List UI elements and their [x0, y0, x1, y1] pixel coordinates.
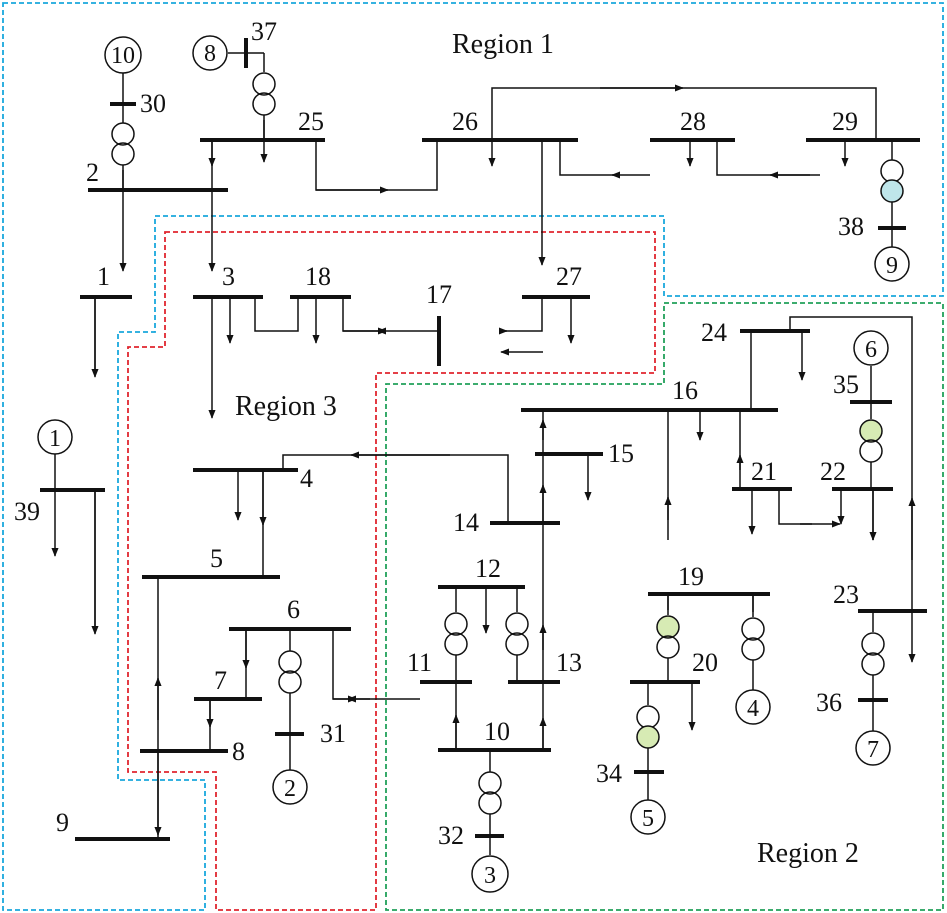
transformer-30-2 [111, 104, 135, 190]
bus-label-7: 7 [214, 666, 227, 695]
bus-label-14: 14 [453, 508, 479, 537]
bus-label-18: 18 [305, 262, 331, 291]
generator-labels: 10 8 9 1 6 2 3 5 4 7 [49, 41, 898, 889]
transformer-22-35 [859, 366, 883, 489]
region-1-label: Region 1 [452, 29, 554, 60]
generator-4-label: 4 [747, 696, 759, 722]
region-3-label: Region 3 [235, 391, 337, 422]
transformer-10-32 [478, 750, 502, 855]
bus-label-26: 26 [452, 107, 478, 136]
transformers [111, 52, 904, 855]
transformer-20-34 [636, 682, 660, 800]
bus-label-30: 30 [140, 89, 166, 118]
bus-label-8: 8 [232, 737, 245, 766]
bus-label-34: 34 [596, 759, 622, 788]
bus-label-37: 37 [251, 17, 277, 46]
generator-1-label: 1 [49, 426, 61, 452]
line-3-18 [254, 297, 299, 332]
line-6-11 [332, 629, 370, 700]
region-2-label: Region 2 [757, 838, 859, 869]
generator-2-label: 2 [284, 776, 296, 802]
generator-9-label: 9 [886, 253, 898, 279]
bus-label-6: 6 [287, 595, 300, 624]
line-17-27 [500, 297, 543, 332]
bus-label-24: 24 [701, 318, 727, 347]
bus-label-27: 27 [556, 262, 582, 291]
bus-label-5: 5 [210, 544, 223, 573]
bus-label-12: 12 [475, 554, 501, 583]
transformer-19-33 [741, 594, 765, 690]
bus-bars [40, 138, 927, 841]
line-26-29-top-b [675, 87, 877, 140]
region2-boundary [385, 302, 944, 911]
bus-label-23: 23 [833, 580, 859, 609]
generator-3-symbol [471, 855, 509, 893]
line-21-22 [778, 489, 812, 525]
bus-label-1: 1 [97, 262, 110, 291]
bus-label-36: 36 [816, 688, 842, 717]
bus-label-25: 25 [298, 107, 324, 136]
generator-4-symbol [735, 689, 771, 725]
bus-label-20: 20 [692, 648, 718, 677]
bus-labels: 30 37 2 25 26 28 29 38 1 3 18 17 27 24 3… [14, 17, 864, 850]
generator-7-symbol [855, 730, 891, 766]
line-26-29-top [491, 87, 675, 140]
bus-label-38: 38 [838, 212, 864, 241]
transformer-12-13 [505, 587, 529, 682]
line-25-26 [315, 140, 385, 191]
bus-label-15: 15 [608, 439, 634, 468]
bus-label-19: 19 [678, 562, 704, 591]
bus-label-28: 28 [680, 107, 706, 136]
transformer-23-36 [861, 611, 885, 732]
bus-label-4: 4 [300, 464, 313, 493]
generator-2-symbol [272, 769, 308, 805]
generator-8-label: 8 [204, 41, 216, 67]
bus-label-11: 11 [407, 648, 432, 677]
transformer-37-25 [228, 52, 276, 140]
transformer-12-11 [444, 587, 468, 682]
generator-6-symbol [853, 330, 889, 366]
transformer-6-31 [278, 629, 302, 770]
bus-label-29: 29 [832, 107, 858, 136]
generator-6-label: 6 [865, 337, 877, 363]
generator-10-label: 10 [111, 43, 135, 69]
generator-8-symbol [192, 35, 228, 71]
transformer-19-20 [656, 594, 680, 682]
transformer-29-38 [880, 140, 904, 248]
bus-label-17: 17 [426, 280, 452, 309]
generator-10-symbol [104, 36, 142, 74]
bus-label-9: 9 [56, 808, 69, 837]
bus-label-3: 3 [222, 262, 235, 291]
line-26-28 [559, 140, 615, 176]
region-labels: Region 1 Region 3 Region 2 [235, 29, 859, 869]
bus-label-39: 39 [14, 497, 40, 526]
bus-label-21: 21 [751, 457, 777, 486]
generator-9-symbol [874, 246, 910, 282]
line-24-23 [789, 316, 913, 520]
bus-label-2: 2 [86, 158, 99, 187]
bus-label-10: 10 [484, 717, 510, 746]
bus-label-32: 32 [438, 821, 464, 850]
generator-3-label: 3 [484, 863, 496, 889]
generator-5-symbol [630, 799, 666, 835]
generator-7-label: 7 [867, 737, 879, 763]
bus-label-22: 22 [820, 457, 846, 486]
region3-boundary [127, 231, 656, 911]
line-25-26-b [385, 140, 438, 191]
bus-label-31: 31 [320, 719, 346, 748]
line-18-17 [342, 297, 380, 332]
bus-label-16: 16 [672, 376, 698, 405]
line-28-29 [716, 140, 810, 176]
bus-label-35: 35 [833, 370, 859, 399]
generator-5-label: 5 [642, 806, 654, 832]
generators [37, 35, 910, 893]
bus-label-13: 13 [556, 648, 582, 677]
